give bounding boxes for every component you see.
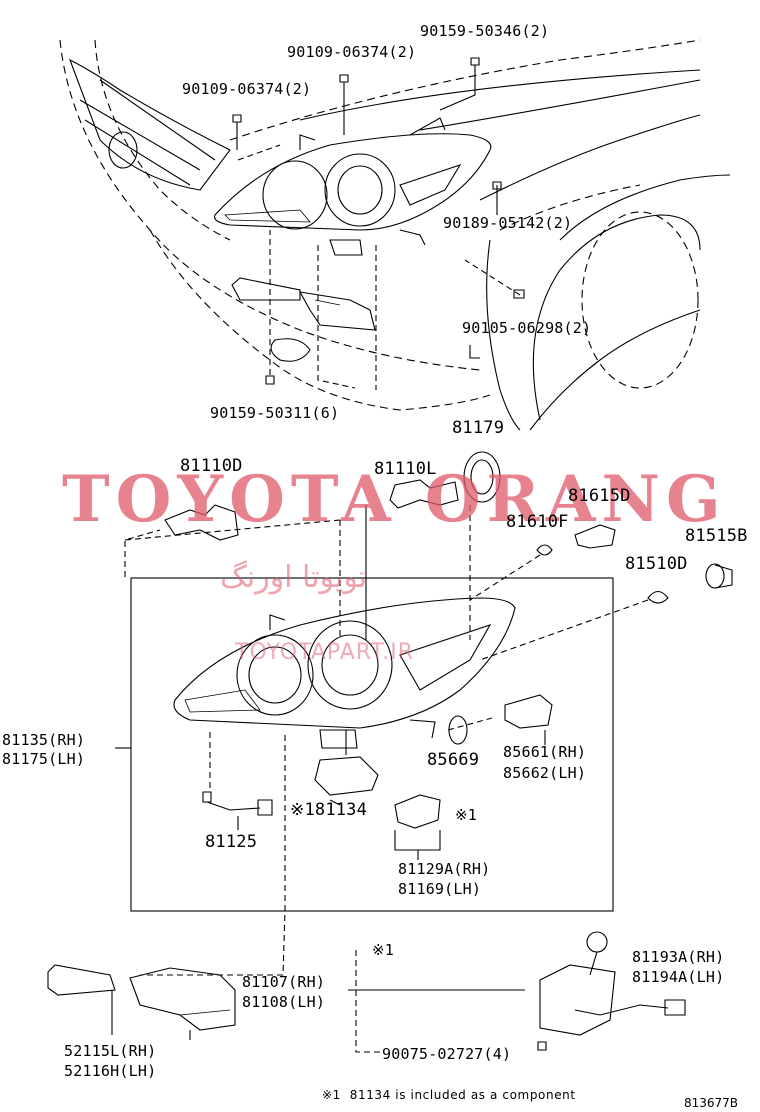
- part-label: 90075-02727(4): [382, 1045, 512, 1063]
- watermark-persian: تویوتا اورنگ: [220, 560, 368, 595]
- part-label: 90109-06374(2): [287, 43, 417, 61]
- part-label: 85669: [427, 750, 480, 770]
- part-label: 90105-06298(2): [462, 319, 592, 337]
- bottom-leader-dashed: [140, 735, 286, 976]
- footnote-marker: ※1: [372, 941, 394, 959]
- leader-90105: [469, 345, 480, 359]
- car-front-outline: [59, 39, 731, 431]
- part-label: 81108(LH): [242, 993, 326, 1011]
- part-label: 81110D: [180, 456, 243, 476]
- part-label: 90159-50311(6): [210, 404, 340, 422]
- bulbs-and-caps: [164, 451, 733, 604]
- part-label: 81107(RH): [242, 973, 326, 991]
- part-label: 81515B: [685, 526, 748, 546]
- part-label: 52115L(RH): [64, 1042, 157, 1060]
- footnote: ※1 81134 is included as a component: [322, 1088, 576, 1102]
- part-label: 81125: [205, 832, 258, 852]
- headlamp-assembly-frame: [130, 577, 614, 912]
- part-label: 81194A(LH): [632, 968, 725, 986]
- part-label: 81179: [452, 418, 505, 438]
- top-fasteners: [232, 57, 525, 385]
- headlamp-installed: [214, 117, 492, 256]
- part-label: 90109-06374(2): [182, 80, 312, 98]
- part-label: 81129A(RH): [398, 860, 491, 878]
- part-label: 81510D: [625, 554, 688, 574]
- mid-leader-lines: [115, 505, 649, 860]
- part-label: 81169(LH): [398, 880, 482, 898]
- bracket-parts: [47, 964, 236, 1040]
- part-label: 81175(LH): [2, 750, 86, 768]
- headlamp-unit: [173, 597, 516, 749]
- part-label: 81615D: [568, 486, 631, 506]
- part-label: 81610F: [506, 512, 569, 532]
- part-label: ※181134: [290, 800, 368, 820]
- socket-and-seal: [202, 694, 553, 829]
- part-label: 81193A(RH): [632, 948, 725, 966]
- ballast-parts: [348, 931, 686, 1053]
- part-label: 90189-05142(2): [443, 214, 573, 232]
- part-label: 90159-50346(2): [420, 22, 550, 40]
- footnote-marker: ※1: [455, 806, 477, 824]
- headlamp-leveling-parts-top: [231, 277, 376, 331]
- top-leader-lines: [236, 70, 521, 390]
- watermark-main: TOYOTA ORANG: [62, 462, 727, 537]
- watermark-site: TOYOTAPART.IR: [235, 640, 415, 665]
- part-label: 85661(RH): [503, 743, 587, 761]
- part-label: 52116H(LH): [64, 1062, 157, 1080]
- part-label: 81135(RH): [2, 731, 86, 749]
- part-label: 85662(LH): [503, 764, 587, 782]
- diagram-code: 813677B: [684, 1096, 739, 1110]
- part-label: 81110L: [374, 459, 437, 479]
